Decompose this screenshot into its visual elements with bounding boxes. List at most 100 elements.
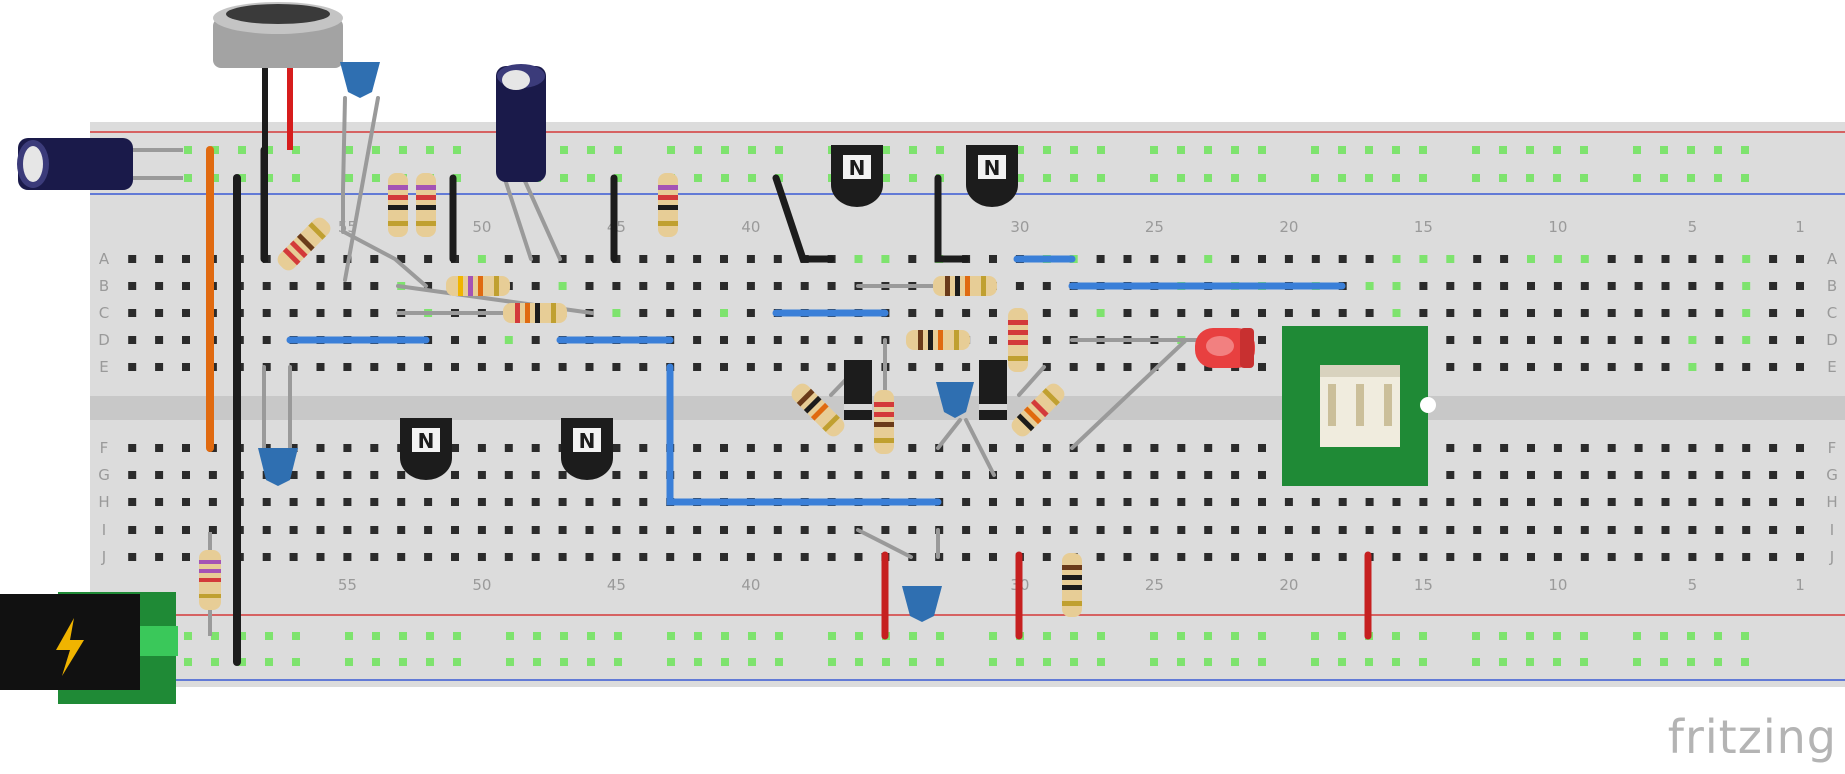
row-label-left: I <box>102 521 106 539</box>
row-label-right: E <box>1827 358 1836 376</box>
breadboard-hole <box>451 444 459 452</box>
power-rail-hole <box>1311 658 1319 666</box>
breadboard-hole <box>693 444 702 452</box>
power-rail-hole <box>667 146 675 154</box>
power-rail-hole <box>1687 174 1695 182</box>
breadboard-hole <box>1123 526 1132 534</box>
breadboard-hole <box>1769 282 1778 290</box>
breadboard-hole <box>1204 526 1213 534</box>
breadboard-hole <box>585 526 594 534</box>
power-rail-hole <box>1338 174 1346 182</box>
electrolytic-capacitor-top <box>496 64 546 182</box>
breadboard-hole <box>827 553 836 561</box>
breadboard-hole <box>1338 255 1347 263</box>
breadboard-hole <box>773 444 782 452</box>
power-rail-hole <box>1097 632 1105 640</box>
breadboard-hole <box>1796 363 1804 371</box>
breadboard-hole <box>908 309 917 317</box>
breadboard-hole <box>612 444 621 452</box>
breadboard-hole <box>1715 498 1724 506</box>
power-rail-hole <box>184 632 192 640</box>
power-rail-hole <box>1311 632 1319 640</box>
column-label-bottom: 5 <box>1688 576 1698 594</box>
power-rail-hole <box>1231 174 1239 182</box>
breadboard-hole <box>1796 444 1804 452</box>
breadboard-hole <box>531 553 540 561</box>
power-rail-hole <box>1150 146 1158 154</box>
breadboard-hole <box>1446 526 1455 534</box>
breadboard-hole <box>1365 526 1374 534</box>
breadboard-hole <box>666 526 675 534</box>
power-rail-hole <box>1714 174 1722 182</box>
resistor <box>416 173 436 237</box>
breadboard-hole <box>155 498 164 506</box>
breadboard-hole <box>1258 498 1266 506</box>
breadboard-hole <box>1527 553 1535 561</box>
red-led <box>1195 328 1255 368</box>
power-rail-hole <box>506 658 514 666</box>
row-label-right: I <box>1830 521 1834 539</box>
resistor <box>791 383 845 437</box>
power-rail-hole <box>1231 658 1239 666</box>
breadboard-hole <box>316 309 325 317</box>
breadboard-hole <box>639 498 648 506</box>
breadboard-hole <box>1580 444 1589 452</box>
breadboard-hole <box>612 526 621 534</box>
breadboard-hole <box>1527 471 1535 479</box>
power-rail-hole <box>614 632 622 640</box>
breadboard-hole <box>1042 363 1051 371</box>
column-label-bottom: 10 <box>1548 576 1567 594</box>
breadboard-hole <box>1661 255 1670 263</box>
breadboard-hole <box>1580 255 1589 263</box>
breadboard-hole <box>343 444 352 452</box>
breadboard-hole <box>1177 498 1186 506</box>
breadboard-hole <box>639 553 648 561</box>
resistor <box>503 303 567 323</box>
breadboard-hole <box>1634 444 1643 452</box>
column-label-top: 30 <box>1010 218 1029 236</box>
power-rail-hole <box>1472 658 1480 666</box>
power-rail-hole <box>1714 658 1722 666</box>
breadboard-hole <box>1096 444 1105 452</box>
breadboard-hole <box>343 553 352 561</box>
breadboard-hole <box>477 444 486 452</box>
breadboard-hole <box>504 336 513 344</box>
row-label-right: C <box>1827 304 1837 322</box>
breadboard-hole <box>262 526 271 534</box>
breadboard-hole <box>1365 309 1374 317</box>
breadboard-hole <box>746 255 755 263</box>
power-rail-hole <box>533 658 541 666</box>
breadboard-hole <box>1419 282 1428 290</box>
breadboard-hole <box>1742 498 1751 506</box>
power-rail-hole <box>453 658 461 666</box>
breadboard-hole <box>639 255 648 263</box>
breadboard-hole <box>1419 309 1428 317</box>
power-rail-hole <box>614 658 622 666</box>
column-label-top: 10 <box>1548 218 1567 236</box>
breadboard-hole <box>1742 363 1751 371</box>
breadboard-hole <box>1338 526 1347 534</box>
breadboard-hole <box>1150 363 1159 371</box>
power-rail-hole <box>1338 632 1346 640</box>
power-rail-hole <box>399 658 407 666</box>
breadboard-hole <box>1607 282 1616 290</box>
breadboard-hole <box>451 526 459 534</box>
breadboard-hole <box>1661 553 1670 561</box>
breadboard-hole <box>989 526 997 534</box>
power-rail-hole <box>1687 658 1695 666</box>
breadboard-hole <box>1150 255 1159 263</box>
breadboard-hole <box>1231 471 1240 479</box>
breadboard-hole <box>1042 471 1051 479</box>
breadboard-hole <box>1715 444 1724 452</box>
breadboard-hole <box>316 363 325 371</box>
breadboard-hole <box>208 498 217 506</box>
power-rail-hole <box>1580 658 1588 666</box>
power-rail-hole <box>1258 146 1266 154</box>
column-label-bottom: 15 <box>1414 576 1433 594</box>
breadboard-hole <box>666 282 675 290</box>
breadboard-hole <box>827 526 836 534</box>
breadboard-hole <box>1553 498 1562 506</box>
breadboard-hole <box>854 444 863 452</box>
power-rail-hole <box>1499 174 1507 182</box>
